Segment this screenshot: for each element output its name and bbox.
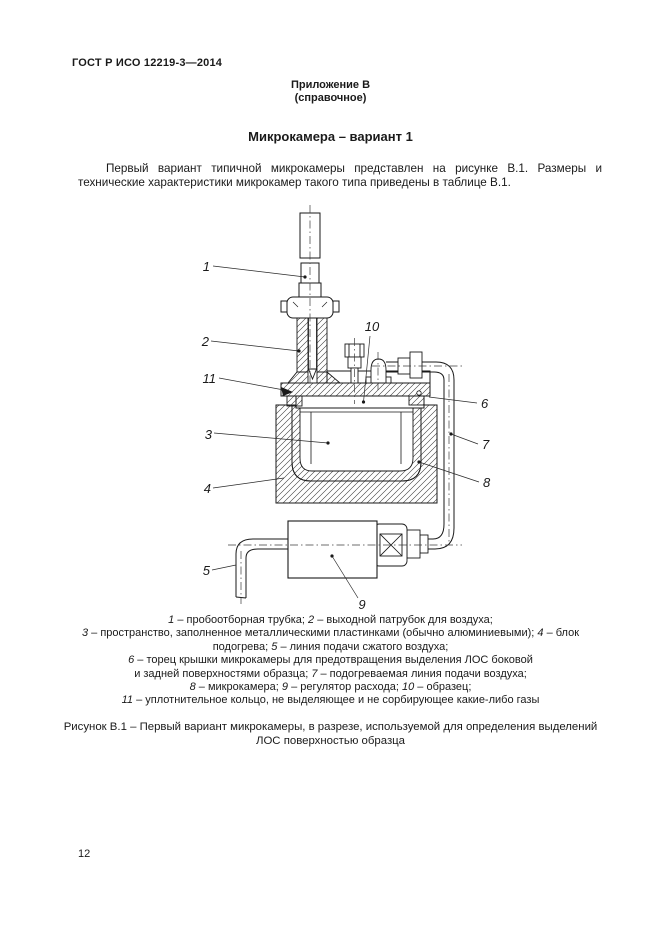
seal-detail: [416, 390, 422, 396]
figure-legend: 1 – пробоотборная трубка; 2 – выходной п…: [40, 614, 621, 708]
doc-header: ГОСТ Р ИСО 12219-3—2014: [72, 57, 223, 69]
legend-text: – блок: [543, 627, 580, 640]
legend-text: – торец крышки микрокамеры для предотвра…: [134, 654, 533, 667]
compressed-air-line: [235, 538, 288, 599]
legend-num: 5: [271, 640, 278, 653]
leader-lines: [210, 265, 480, 599]
legend-num: 3: [81, 627, 89, 640]
legend-text: – образец;: [414, 681, 472, 694]
legend-line: подогрева; 5 – линия подачи сжатого возд…: [40, 641, 621, 654]
centerlines: [228, 205, 465, 604]
annex-label: Приложение В: [290, 79, 371, 91]
legend-num: 10: [401, 681, 415, 694]
lid-left-step: [286, 395, 303, 407]
legend-text: – подогреваемая линия подачи воздуха;: [317, 667, 527, 680]
intro-paragraph: Первый вариант типичной микрокамеры пред…: [78, 162, 602, 189]
legend-num: 11: [121, 694, 134, 707]
legend-line: 8 – микрокамера; 9 – регулятор расхода; …: [40, 681, 621, 694]
callout-11: 11: [203, 371, 217, 386]
legend-num: 6: [128, 654, 135, 667]
legend-line: 11 – уплотнительное кольцо, не выделяюще…: [40, 694, 621, 707]
legend-text: – микрокамера;: [195, 681, 282, 694]
legend-text: – пробоотборная трубка;: [174, 614, 309, 626]
outlet-neck: [287, 316, 342, 384]
chamber-lid: [280, 382, 431, 397]
figure-caption: Рисунок В.1 – Первый вариант микрокамеры…: [40, 721, 621, 748]
figure-diagram: 1 2 11 3 4 5 6 7 8 9 10: [201, 205, 491, 612]
legend-text: подогрева;: [212, 640, 272, 653]
legend-text: – регулятор расхода;: [288, 681, 402, 694]
legend-text: и задней поверхностями образца;: [134, 667, 312, 680]
callout-2: 2: [201, 334, 210, 349]
legend-num: 4: [537, 627, 544, 640]
legend-line: 6 – торец крышки микрокамеры для предотв…: [40, 654, 621, 667]
callout-4: 4: [204, 481, 211, 496]
callout-5: 5: [203, 563, 211, 578]
callout-1: 1: [203, 259, 210, 274]
legend-line: и задней поверхностями образца; 7 – подо…: [40, 668, 621, 681]
page-title: Микрокамера – вариант 1: [248, 129, 413, 144]
page-number: 12: [78, 848, 91, 860]
legend-num: 8: [189, 681, 196, 694]
heated-air-line: [386, 351, 455, 550]
legend-num: 1: [168, 614, 175, 626]
legend-text: – пространство, заполненное металлически…: [88, 627, 538, 640]
callout-7: 7: [482, 437, 490, 452]
callout-6: 6: [481, 396, 489, 411]
annex-note: (справочное): [294, 92, 367, 104]
lid-right-step: [408, 395, 425, 406]
callout-numbers: 1 2 11 3 4 5 6 7 8 9 10: [201, 259, 491, 612]
legend-text: – линия подачи сжатого воздуха;: [277, 640, 449, 653]
legend-num: 9: [281, 681, 289, 694]
callout-3: 3: [205, 427, 213, 442]
flow-regulator: [287, 520, 378, 579]
legend-text: – уплотнительное кольцо, не выделяющее и…: [133, 694, 540, 707]
callout-8: 8: [483, 475, 491, 490]
callout-10: 10: [365, 319, 380, 334]
callout-9: 9: [358, 597, 365, 612]
sample-plate: [295, 395, 425, 409]
legend-line: 1 – пробоотборная трубка; 2 – выходной п…: [40, 614, 621, 627]
annex-heading: Приложение В (справочное): [0, 79, 661, 105]
legend-num: 7: [311, 667, 318, 680]
figure-caption-line2: ЛОС поверхностью образца: [255, 734, 406, 747]
legend-num: 2: [308, 614, 315, 626]
figure-caption-line1: Рисунок В.1 – Первый вариант микрокамеры…: [63, 721, 598, 733]
plate-space: [300, 411, 413, 464]
legend-text: – выходной патрубок для воздуха;: [314, 614, 493, 626]
legend-line: 3 – пространство, заполненное металличес…: [40, 627, 621, 640]
